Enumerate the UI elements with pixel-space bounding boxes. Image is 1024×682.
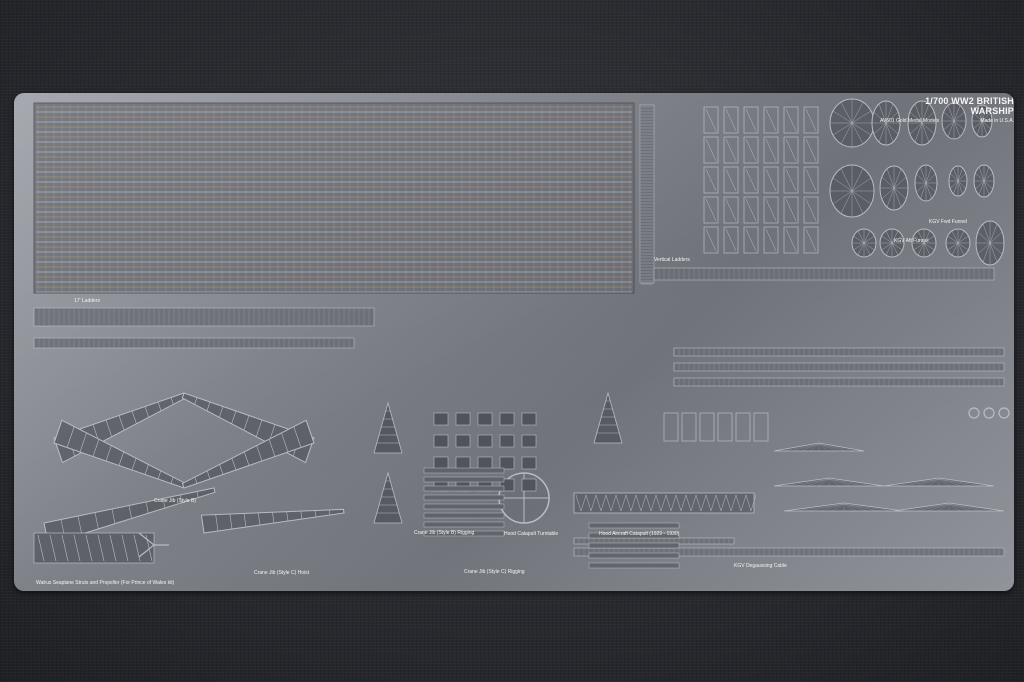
label-crane-jib-c: Crane Jib (Style C) Hoist [254, 570, 310, 576]
fret-subtitle: AV601 Gold Medal Models [880, 118, 940, 124]
label-crane-jib-b: Crane Jib (Style B) [154, 498, 196, 504]
metal-sheen [14, 93, 1014, 591]
label-kgv-aft-funnel: KGV Aft Funnel [894, 238, 929, 244]
label-crane-jib-c-rigging: Crane Jib (Style C) Rigging [464, 569, 525, 575]
fret-title-block: 1/700 WW2 BRITISH WARSHIP AV601 Gold Med… [880, 96, 1014, 124]
label-hood-turntable: Hood Catapult Turntable [504, 531, 559, 537]
photo-etch-fret: 1/700 WW2 BRITISH WARSHIP AV601 Gold Med… [14, 93, 1014, 591]
label-ladders-17ft: 17' Ladders [74, 298, 100, 304]
fret-title: 1/700 WW2 BRITISH WARSHIP [925, 96, 1014, 116]
fret-artwork [14, 93, 1014, 591]
label-hood-catapult: Hood Aircraft Catapult (1929 - 1930) [599, 531, 680, 537]
label-vertical-ladders: Vertical Ladders [654, 257, 690, 263]
fret-made-in: Made in U.S.A. [980, 118, 1014, 124]
label-kgv-fwd-funnel: KGV Fwd Funnel [929, 219, 968, 225]
label-kgv-degaussing: KGV Degaussing Cable [734, 563, 787, 569]
label-walrus: Walrus Seaplane Struts and Propeller (Fo… [36, 580, 175, 586]
label-crane-jib-rigging: Crane Jib (Style B) Rigging [414, 530, 475, 536]
